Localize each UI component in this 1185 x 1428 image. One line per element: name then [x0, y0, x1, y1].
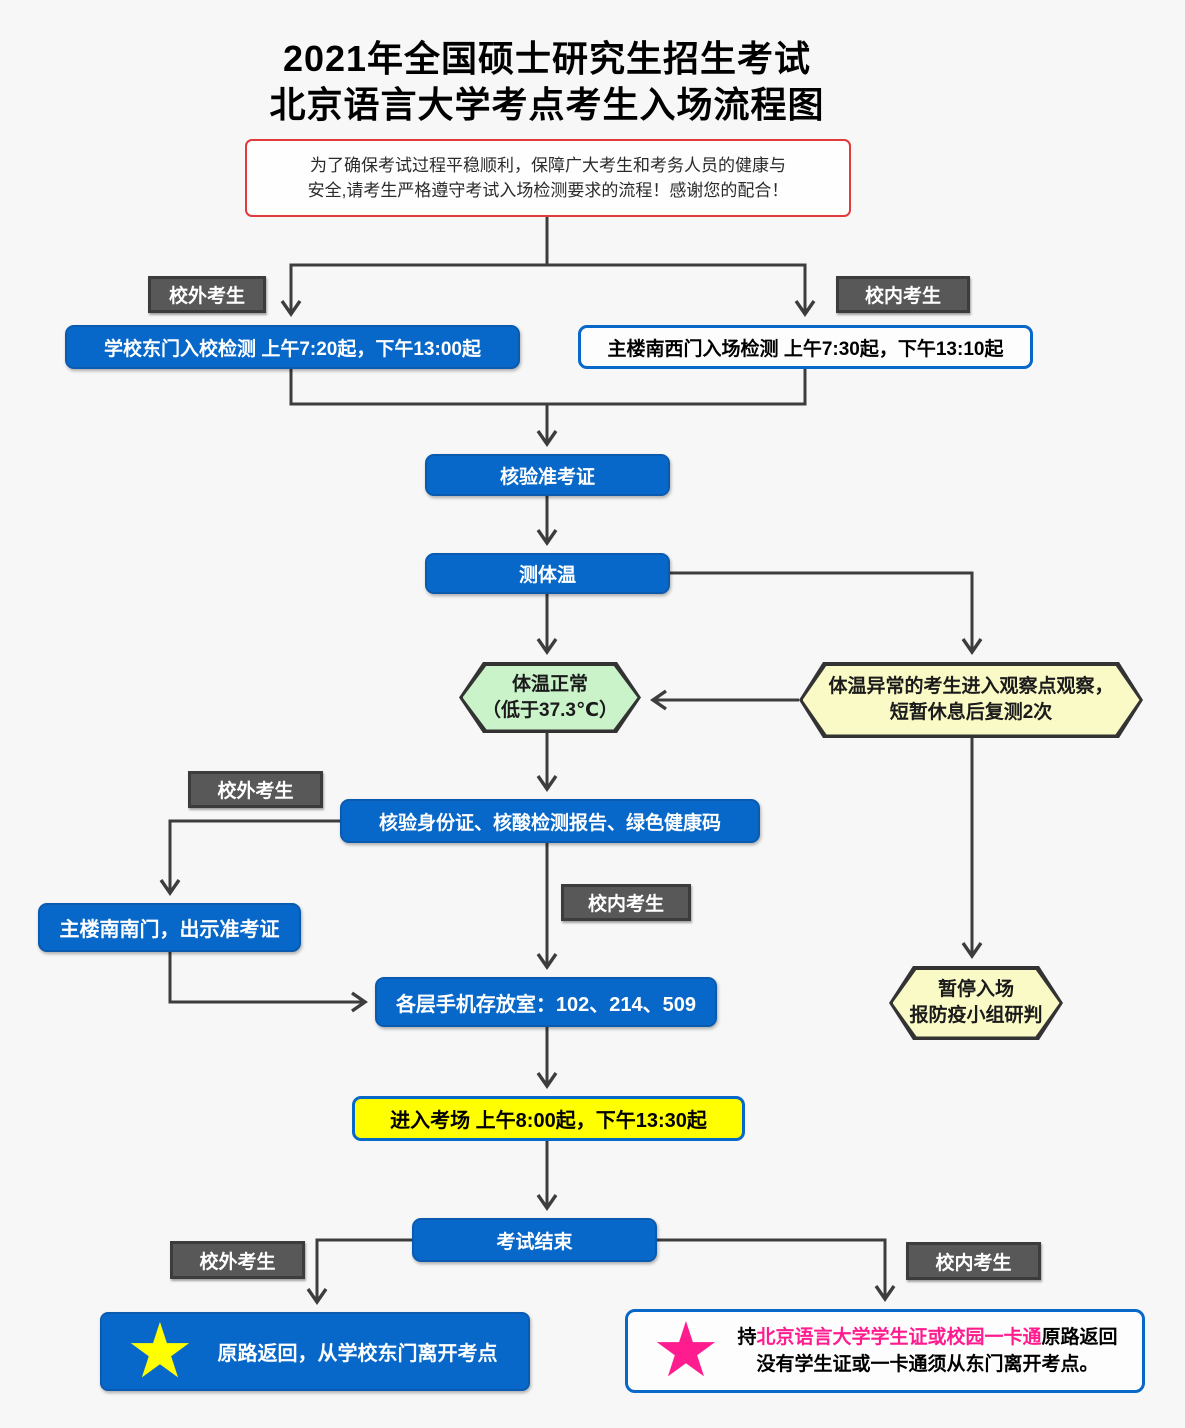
leave-main-line1: 持北京语言大学学生证或校园一卡通原路返回: [737, 1324, 1117, 1351]
step-south-gate-show-ticket: 主楼南南门，出示准考证: [38, 903, 301, 952]
decision-pause-entry: 暂停入场 报防疫小组研判: [889, 966, 1063, 1040]
tag-inside-candidates-bottom: 校内考生: [906, 1242, 1041, 1280]
temp-abnormal-line2: 短暂休息后复测2次: [889, 702, 1053, 723]
step-verify-id-documents: 核验身份证、核酸检测报告、绿色健康码: [340, 799, 760, 843]
step-verify-admission-ticket: 核验准考证: [425, 454, 670, 496]
tag-outside-candidates-bottom: 校外考生: [170, 1241, 305, 1279]
tag-inside-candidates-mid: 校内考生: [561, 884, 691, 921]
temp-normal-line2: （低于37.3℃）: [482, 699, 618, 721]
step-exam-end: 考试结束: [412, 1218, 657, 1262]
notice-box: 为了确保考试过程平稳顺利，保障广大考生和考务人员的健康与 安全,请考生严格遵守考…: [245, 139, 851, 217]
step-main-building-gate-check: 主楼南西门入场检测 上午7:30起，下午13:10起: [578, 325, 1033, 369]
leave-east-text: 原路返回，从学校东门离开考点: [217, 1343, 498, 1365]
step-leave-via-east-gate: ★ 原路返回，从学校东门离开考点: [100, 1312, 530, 1391]
tag-outside-candidates-mid: 校外考生: [188, 771, 323, 808]
decision-temperature-normal: 体温正常 （低于37.3℃）: [459, 662, 641, 733]
star-icon: ★: [125, 1308, 195, 1394]
notice-line1: 为了确保考试过程平稳顺利，保障广大考生和考务人员的健康与: [310, 156, 786, 175]
decision-temperature-abnormal: 体温异常的考生进入观察点观察， 短暂休息后复测2次: [799, 662, 1143, 738]
leave-main-suffix: 原路返回: [1041, 1327, 1118, 1348]
star-icon: ★: [651, 1308, 721, 1393]
tag-outside-candidates-top: 校外考生: [148, 276, 266, 313]
page-title-line2: 北京语言大学考点考生入场流程图: [269, 84, 825, 125]
step-east-gate-check: 学校东门入校检测 上午7:20起，下午13:00起: [65, 325, 520, 369]
leave-main-line2: 没有学生证或一卡通须从东门离开考点。: [756, 1354, 1099, 1375]
pause-line1: 暂停入场: [937, 979, 1014, 1000]
step-phone-storage-rooms: 各层手机存放室：102、214、509: [375, 977, 717, 1027]
leave-main-highlight: 北京语言大学学生证或校园一卡通: [756, 1327, 1042, 1348]
temp-abnormal-line1: 体温异常的考生进入观察点观察，: [828, 676, 1114, 697]
leave-main-prefix: 持: [737, 1327, 757, 1348]
pause-line2: 报防疫小组研判: [909, 1005, 1043, 1026]
temp-normal-line1: 体温正常: [511, 673, 588, 695]
page-title-line1: 2021年全国硕士研究生招生考试: [282, 38, 812, 79]
notice-line2: 安全,请考生严格遵守考试入场检测要求的流程！感谢您的配合！: [307, 181, 789, 200]
step-temperature-check: 测体温: [425, 553, 670, 594]
tag-inside-candidates-top: 校内考生: [836, 276, 970, 313]
page-title: 2021年全国硕士研究生招生考试 北京语言大学考点考生入场流程图: [0, 36, 1094, 128]
step-enter-exam-room: 进入考场 上午8:00起，下午13:30起: [352, 1096, 745, 1141]
step-leave-with-campus-card: ★ 持北京语言大学学生证或校园一卡通原路返回 没有学生证或一卡通须从东门离开考点…: [625, 1309, 1145, 1393]
